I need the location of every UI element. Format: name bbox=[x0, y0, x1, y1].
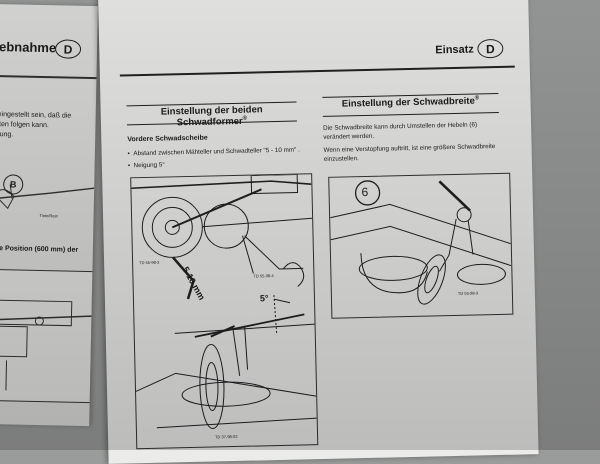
left-page-illustration bbox=[0, 184, 95, 210]
right-column-figure: 6 TD 55-98-3 bbox=[328, 172, 514, 319]
left-column-bullet-1: • Abstand zwischen Mähteller und Schwadt… bbox=[127, 146, 300, 158]
left-page-text-line-3: rung. bbox=[0, 131, 14, 139]
swath-width-lever-drawing bbox=[330, 180, 512, 305]
left-page-figure-2 bbox=[0, 268, 94, 404]
right-column-paragraph-2: Wenn eine Verstopfung auftritt, ist eine… bbox=[323, 143, 496, 163]
figure-code-top: TD 55-98-3 bbox=[139, 259, 160, 266]
figure-code-top-right: TD 55-98-4 bbox=[253, 273, 274, 279]
right-column-bottom-rule bbox=[322, 111, 499, 117]
right-page-section-badge: D bbox=[477, 38, 504, 59]
left-column-title: Einstellung der beiden Schwadformer® bbox=[160, 104, 263, 128]
left-page-section-badge: D bbox=[54, 39, 82, 59]
left-column-bullet-2: • Neigung 5° bbox=[127, 161, 165, 170]
left-page-figure-caption: Tinte/Rest bbox=[39, 213, 58, 219]
left-column-figure: 5-10 mm 5° TD 55-98-3 TD 55-98-4 TD 37-9… bbox=[130, 173, 319, 450]
right-column-paragraph-1: Die Schwadbreite kann durch Umstellen de… bbox=[323, 121, 478, 141]
right-page-header: Einsatz bbox=[435, 43, 475, 57]
right-page: Einsatz D Einstellung der beiden Schwadf… bbox=[98, 0, 539, 464]
left-page-header-rule bbox=[0, 74, 97, 80]
left-page-header: ebnahme bbox=[0, 39, 57, 56]
figure-callout-6: 6 bbox=[361, 184, 369, 200]
left-column-subheading: Vordere Schwadscheibe bbox=[127, 134, 208, 144]
figure-code-bottom: TD 37-98-02 bbox=[215, 433, 238, 440]
left-page-position-line: ite Position (600 mm) der bbox=[0, 245, 79, 254]
right-figure-code: TD 55-98-3 bbox=[457, 290, 479, 296]
right-page-header-rule bbox=[119, 65, 515, 77]
left-page: ebnahme D eingestellt sein, daß die iten… bbox=[0, 4, 98, 427]
swath-disc-drawing bbox=[131, 174, 317, 430]
angle-label: 5° bbox=[259, 293, 269, 304]
